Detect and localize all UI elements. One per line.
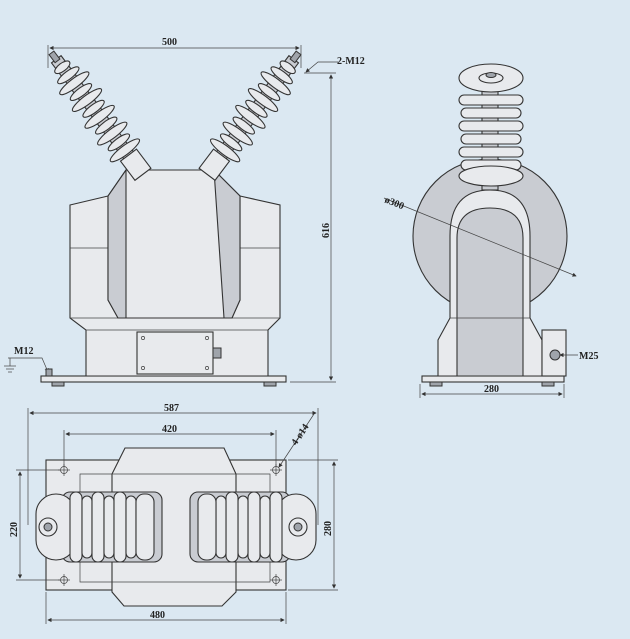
top-right-bushing <box>189 491 317 563</box>
top-left-bushing <box>35 491 163 563</box>
front-left-bushing <box>48 50 152 182</box>
label-m25: M25 <box>579 351 598 362</box>
side-vertical-bushing <box>458 63 524 191</box>
label-2-m12: 2-M12 <box>337 56 365 67</box>
ground-symbol-icon <box>4 358 16 373</box>
dim-label-480: 480 <box>150 610 165 621</box>
side-view: ø300 M25 280 <box>383 63 598 398</box>
dim-label-616: 616 <box>321 223 332 238</box>
dim-line-d300 <box>383 197 577 277</box>
front-view: 500 2-M12 616 M12 <box>4 37 365 387</box>
top-view: 587 420 4-ø14 220 280 480 <box>9 403 338 624</box>
label-4-d14: 4-ø14 <box>289 422 311 448</box>
dim-label-587: 587 <box>164 403 179 414</box>
label-ground-m12: M12 <box>14 346 33 357</box>
mounting-hole <box>270 574 282 586</box>
front-nameplate <box>136 331 214 375</box>
dim-label-420: 420 <box>162 424 177 435</box>
dim-label-side-280: 280 <box>484 384 499 395</box>
dim-label-d300: ø300 <box>383 195 406 213</box>
dim-label-220: 220 <box>9 522 20 537</box>
front-base-plate <box>40 375 287 383</box>
dim-label-500: 500 <box>162 37 177 48</box>
front-right-bushing <box>198 50 302 182</box>
side-m25-bolt <box>549 349 561 361</box>
dim-label-280-right: 280 <box>323 521 334 536</box>
side-base-plate <box>421 375 565 383</box>
